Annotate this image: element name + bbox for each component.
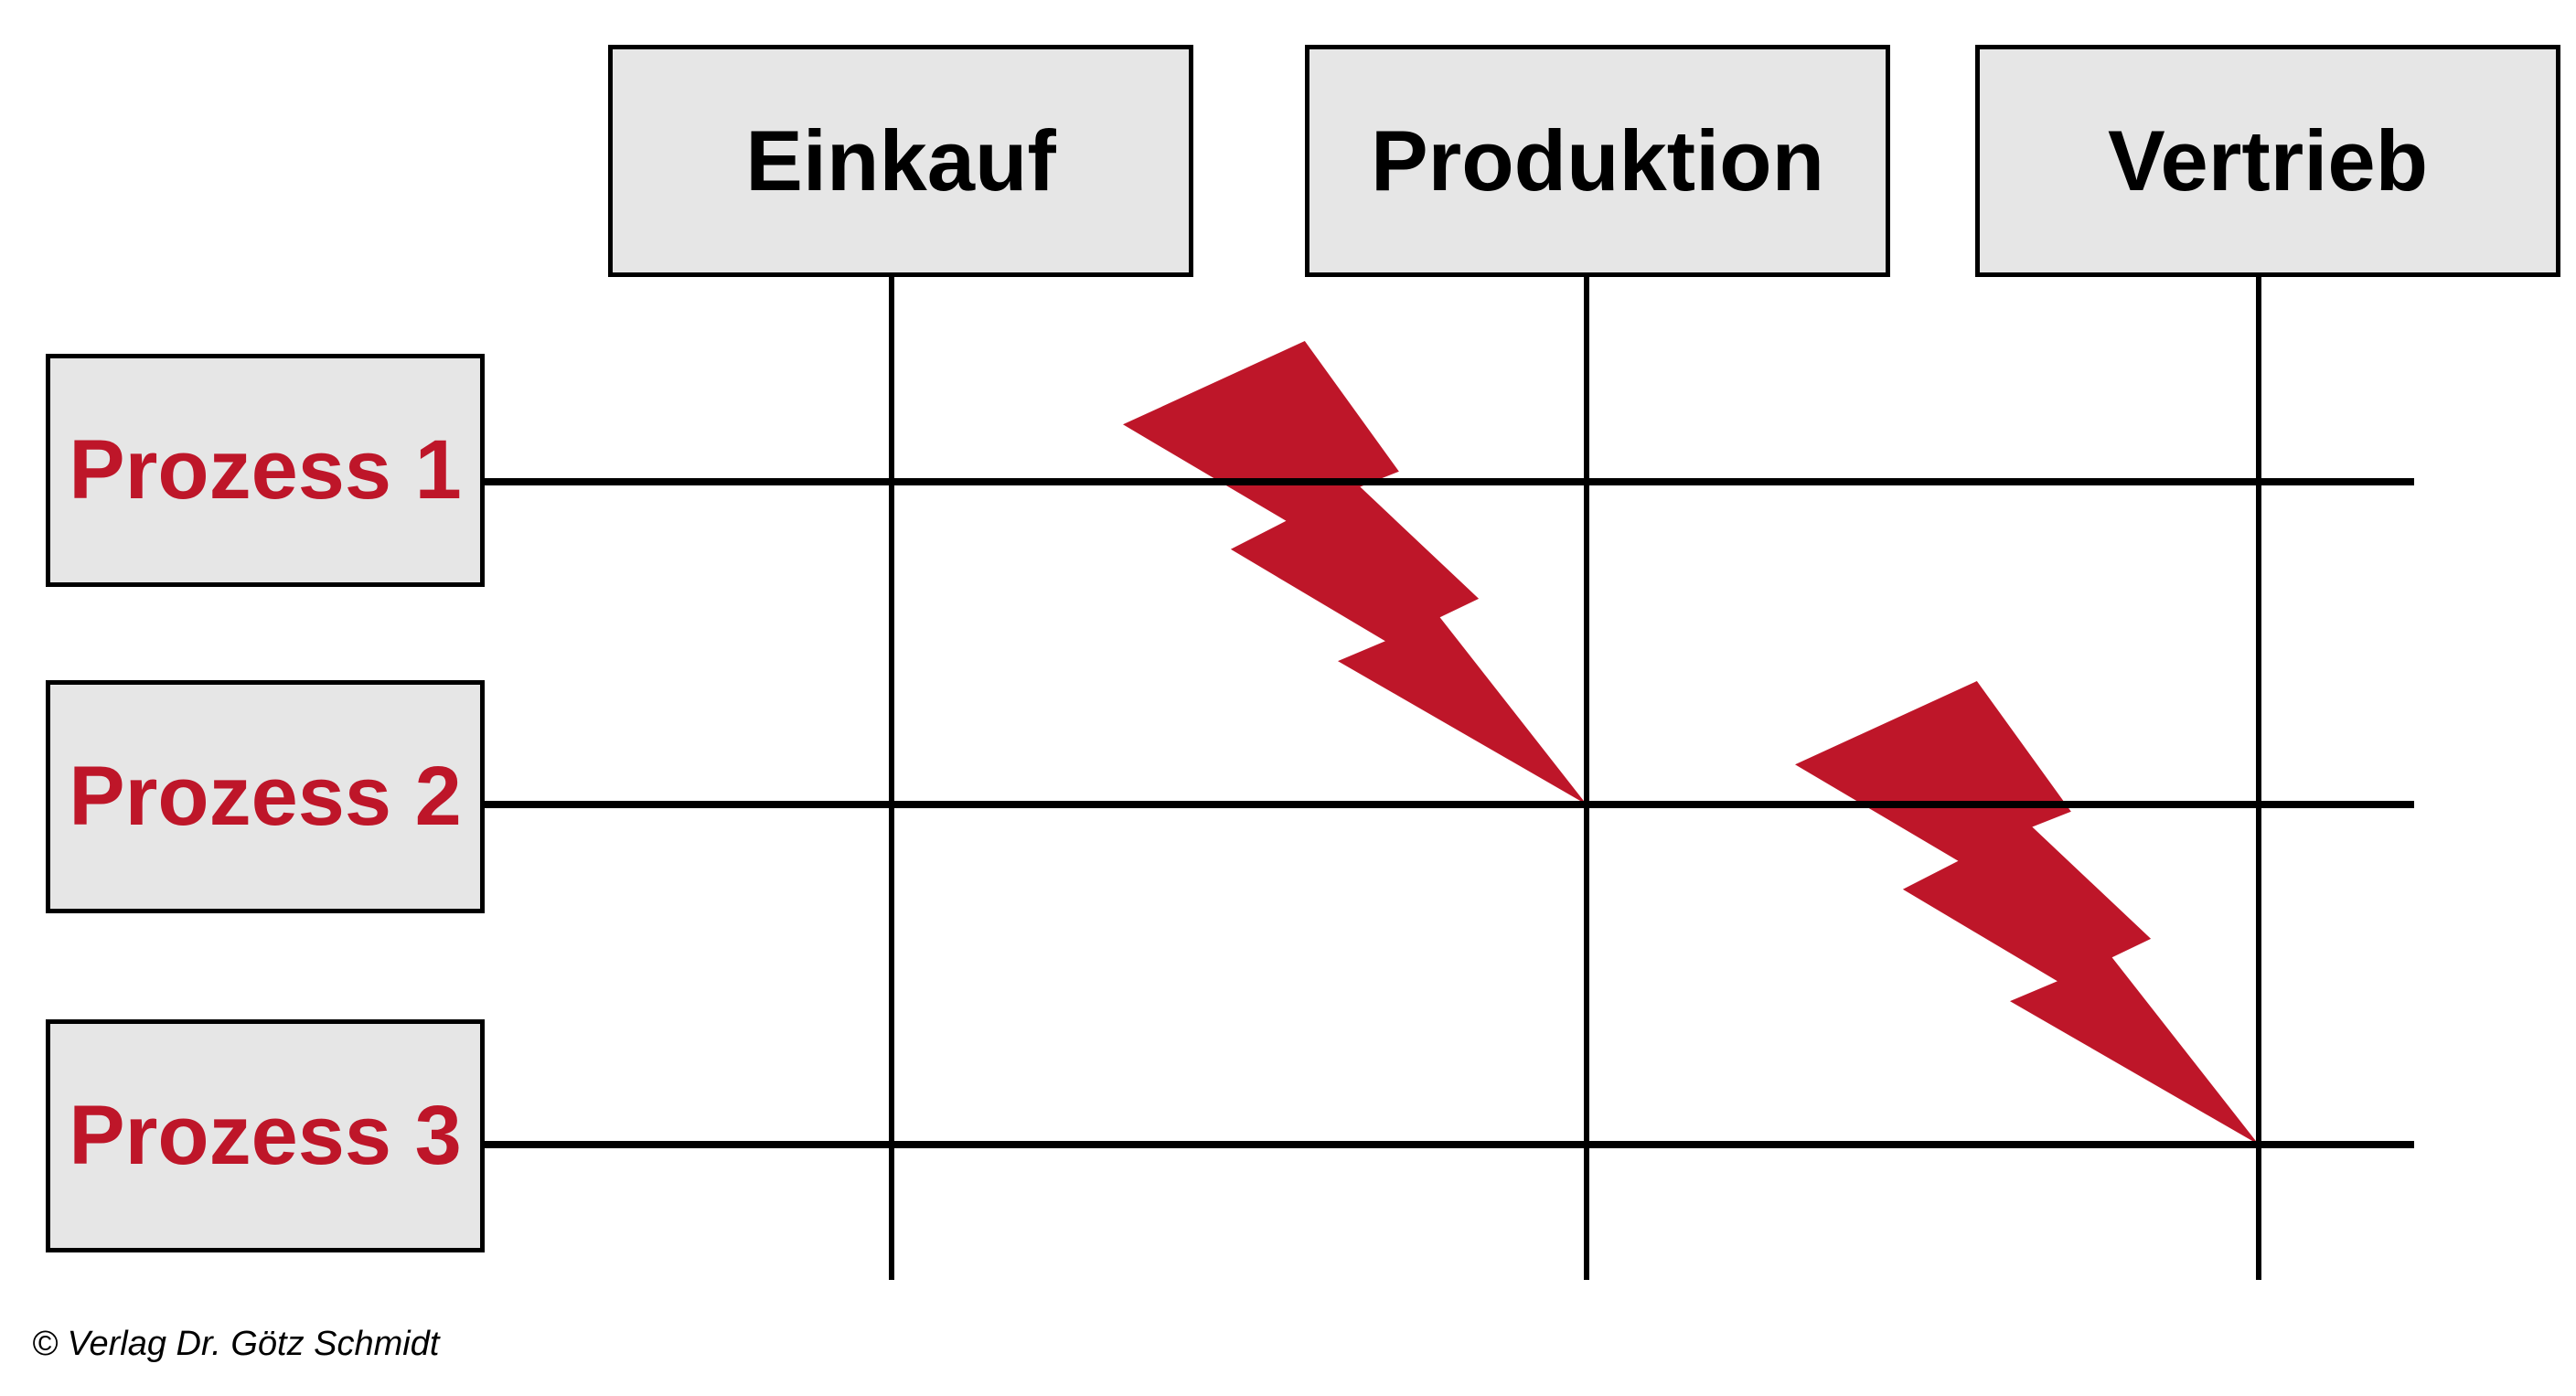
process-line-prozess-2 — [485, 801, 2414, 808]
process-box-prozess-3: Prozess 3 — [46, 1019, 485, 1252]
department-line-einkauf — [889, 277, 894, 1280]
lightning-bolt-icon — [1795, 681, 2259, 1145]
process-label-prozess-1: Prozess 1 — [69, 423, 462, 517]
process-box-prozess-2: Prozess 2 — [46, 680, 485, 913]
department-box-einkauf: Einkauf — [608, 45, 1193, 277]
department-line-produktion — [1584, 277, 1589, 1280]
department-box-produktion: Produktion — [1305, 45, 1890, 277]
process-line-prozess-1 — [485, 478, 2414, 485]
department-label-vertrieb: Vertrieb — [2107, 112, 2429, 208]
department-box-vertrieb: Vertrieb — [1975, 45, 2560, 277]
process-line-prozess-3 — [485, 1141, 2414, 1148]
lightning-bolt-shape — [1123, 341, 1587, 805]
department-label-produktion: Produktion — [1370, 112, 1825, 208]
copyright-text: © Verlag Dr. Götz Schmidt — [32, 1325, 440, 1363]
process-label-prozess-3: Prozess 3 — [69, 1089, 462, 1182]
process-label-prozess-2: Prozess 2 — [69, 750, 462, 843]
process-box-prozess-1: Prozess 1 — [46, 354, 485, 587]
department-line-vertrieb — [2256, 277, 2261, 1280]
lightning-bolt-icon — [1123, 341, 1587, 805]
department-label-einkauf: Einkauf — [745, 112, 1056, 208]
lightning-bolt-shape — [1795, 681, 2259, 1145]
